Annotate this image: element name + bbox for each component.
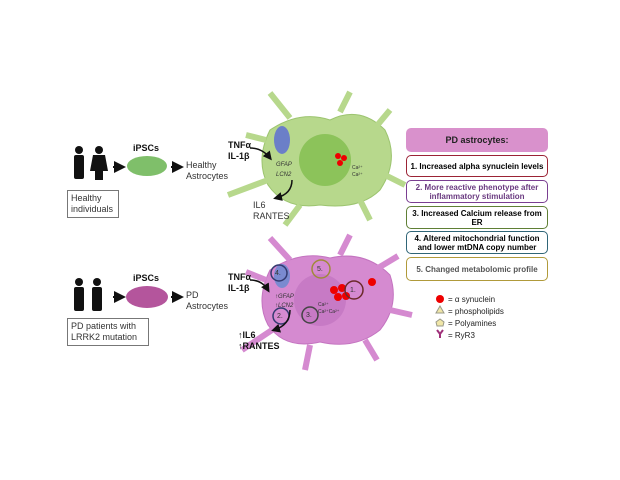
calcium: Ca²⁺ — [352, 172, 363, 178]
output: IL6 — [253, 200, 266, 210]
group-label-line: PD patients with — [71, 321, 137, 331]
ipsc-cluster-healthy — [127, 156, 167, 176]
triangle-icon — [435, 304, 445, 314]
legend-phospholipids: = phospholipids — [448, 306, 504, 316]
marker-5: 5. — [317, 266, 323, 273]
astro-label: PD — [186, 290, 199, 300]
output: RANTES — [253, 211, 290, 221]
group-label-line: LRRK2 mutation — [71, 332, 138, 342]
finding-2: 2. More reactive phenotype after inflamm… — [406, 180, 548, 203]
calcium: Ca²⁺Ca²⁺ — [318, 309, 340, 315]
gene: ↑GFAP — [275, 294, 294, 300]
finding-4: 4. Altered mitochondrial function and lo… — [406, 231, 548, 254]
gene: LCN2 — [276, 172, 292, 178]
ipsc-cluster-pd — [126, 286, 168, 308]
gene: GFAP — [276, 162, 292, 168]
stimulus: IL-1β — [228, 283, 250, 293]
output: ↑IL6 — [238, 330, 256, 340]
people-icon-healthy — [74, 146, 108, 180]
calcium: Ca²⁺ — [352, 165, 363, 171]
ryr3-icon — [436, 329, 444, 338]
gene: ↑LCN2 — [275, 303, 294, 309]
output: ↑RANTES — [238, 341, 280, 351]
panel-title: PD astrocytes: — [406, 128, 548, 152]
astro-label: Astrocytes — [186, 301, 229, 311]
legend-ryr3: = RyR3 — [448, 330, 475, 340]
pentagon-icon — [435, 318, 445, 327]
alpha-synuclein-cluster — [330, 278, 376, 301]
finding-5: 5. Changed metabolomic profile — [406, 257, 548, 281]
astro-label: Astrocytes — [186, 171, 229, 181]
calcium: Ca²⁺ — [318, 302, 329, 308]
finding-3: 3. Increased Calcium release from ER — [406, 206, 548, 229]
legend-alpha-synuclein: = α synuclein — [448, 294, 496, 304]
healthy-astrocyte — [226, 90, 407, 227]
marker-1: 1. — [350, 287, 356, 294]
stimulus: IL-1β — [228, 151, 250, 161]
marker-3: 3. — [306, 312, 312, 319]
astro-label: Healthy — [186, 160, 217, 170]
legend-polyamines: = Polyamines — [448, 318, 497, 328]
ipsc-label: iPSCs — [133, 273, 160, 283]
stimulus: TNFα — [228, 272, 252, 282]
finding-1: 1. Increased alpha synuclein levels — [406, 155, 548, 177]
alpha-synuclein-dots — [335, 153, 347, 166]
people-icon-pd — [74, 278, 102, 311]
arrows — [113, 161, 184, 303]
stimulus: TNFα — [228, 140, 252, 150]
ipsc-label: iPSCs — [133, 143, 160, 153]
marker-4: 4. — [275, 270, 281, 277]
marker-2: 2. — [277, 313, 283, 320]
red-circle-icon — [436, 295, 444, 303]
mitochondria-icon — [274, 126, 290, 154]
group-label-healthy: Healthy individuals — [67, 190, 119, 218]
